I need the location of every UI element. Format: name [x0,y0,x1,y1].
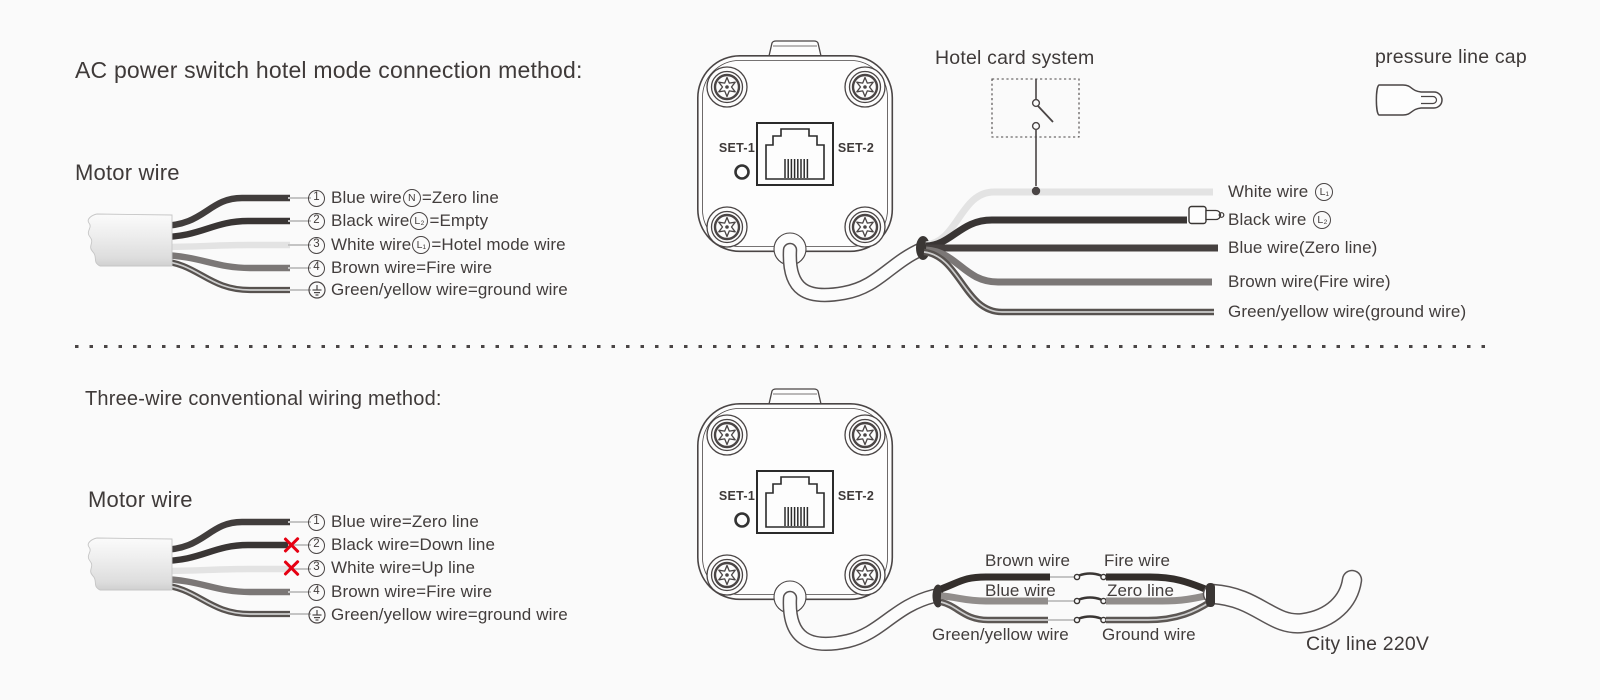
wire-meaning: =Empty [429,211,489,230]
wire-label: White wire=Up line [331,558,475,577]
wire-label: Brown wire=Fire wire [331,582,493,601]
wire-splice-connectors [1073,572,1107,624]
wire-label: White wire [331,235,412,254]
splice-label-left: Green/yellow wire [932,625,1069,644]
wire-label: Green/yellow wire [331,280,468,299]
ground-icon [308,281,326,299]
wire-number-badge: 1 [308,513,325,531]
splice-label-right: Ground wire [1102,625,1196,644]
splice-label-left: Brown wire [985,551,1071,570]
wire-meaning: =Hotel mode wire [431,235,566,254]
motor-wire-label-bottom: Motor wire [88,487,193,512]
output-wire-row: Black wire L₂ [1228,209,1332,231]
motor-cable-top [88,198,311,290]
splice-label-right: Fire wire [1104,551,1171,570]
motor-cable-bottom [88,522,311,614]
motor-wire-row: 1 Blue wire=Zero line [308,511,479,533]
wire-number-badge: 4 [308,259,325,277]
motor-wire-row: 3 White wire=Up line [308,557,475,579]
green-yellow-wire [940,598,1048,624]
hotel-card-switch [991,78,1080,196]
wire-label: Black wire [1228,210,1307,229]
motor-wire-row: Green/yellow wire=ground wire [308,604,568,626]
brown-wire [925,246,1212,286]
conventional-section-title: Three-wire conventional wiring method: [85,388,442,410]
blue-wire [940,592,1048,605]
set1-label-top: SET-1 [719,141,755,155]
fire-wire [1106,573,1210,594]
motor-wire-row: 1 Blue wire N =Zero line [308,187,499,209]
terminal-l1-symbol: L₁ [412,236,431,254]
motor-wire-row: 4 Brown wire=Fire wire [308,581,492,603]
set2-label-bottom: SET-2 [838,489,874,503]
hotel-card-system-label: Hotel card system [935,47,1095,69]
wire-meaning: =Zero line [421,188,499,207]
wire-number-badge: 2 [308,536,325,554]
terminal-l2-symbol: L₂ [1313,211,1332,229]
city-line-label: City line 220V [1306,633,1430,655]
wire-label: Blue wire(Zero line) [1228,238,1378,257]
wire-number-badge: 3 [308,559,325,577]
output-wire-row: Green/yellow wire(ground wire) [1228,301,1466,323]
pressure-line-cap-icon [1375,84,1443,116]
wire-number-badge: 2 [308,212,325,230]
dotted-divider [75,345,1493,349]
set2-label-top: SET-2 [838,141,874,155]
motor-wire-label-top: Motor wire [75,160,180,185]
pressure-cap-on-black-wire [1188,205,1225,225]
wire-label: Black wire [331,211,410,230]
motor-wire-row: 2 Black wire=Down line [308,534,495,556]
hotel-section-title: AC power switch hotel mode connection me… [75,57,583,83]
terminal-l1-symbol: L₁ [1315,183,1334,201]
motor-wire-row: 4 Brown wire =Fire wire [308,257,492,279]
motor-wire-row: 3 White wire L₁ =Hotel mode wire [308,234,566,256]
motor-wire-row: Green/yellow wire =ground wire [308,279,568,301]
wire-label: Blue wire=Zero line [331,512,479,531]
output-wire-row: Brown wire(Fire wire) [1228,271,1391,293]
red-x-icon [281,534,301,556]
set1-label-bottom: SET-1 [719,489,755,503]
wire-label: White wire [1228,182,1309,201]
wire-label: Brown wire(Fire wire) [1228,272,1391,291]
terminal-l2-symbol: L₂ [410,212,429,230]
wire-number-badge: 4 [308,583,325,601]
wire-label: Brown wire [331,258,417,277]
wire-label: Green/yellow wire(ground wire) [1228,302,1467,321]
red-x-icon [281,557,301,579]
hotel-wiring [782,78,1225,316]
wire-label: Black wire=Down line [331,535,496,554]
ground-icon [308,606,326,624]
wire-number-badge: 3 [308,236,325,254]
splice-label-right: Zero line [1107,581,1175,600]
wire-number-badge: 1 [308,189,325,207]
output-wire-row: White wire L₁ [1228,181,1334,203]
wire-meaning: =ground wire [467,280,568,299]
wire-label: Blue wire [331,188,402,207]
output-wire-row: Blue wire(Zero line) [1228,237,1377,259]
wire-meaning: =Fire wire [416,258,493,277]
pressure-line-cap-label: pressure line cap [1375,46,1527,68]
conventional-wiring [782,569,1363,652]
black-wire [925,216,1187,250]
motor-wire-row: 2 Black wire L₂ =Empty [308,210,488,232]
brown-wire [939,573,1050,593]
terminal-n-symbol: N [402,189,421,207]
wire-label: Green/yellow wire=ground wire [331,605,568,624]
splice-label-left: Blue wire [985,581,1056,600]
